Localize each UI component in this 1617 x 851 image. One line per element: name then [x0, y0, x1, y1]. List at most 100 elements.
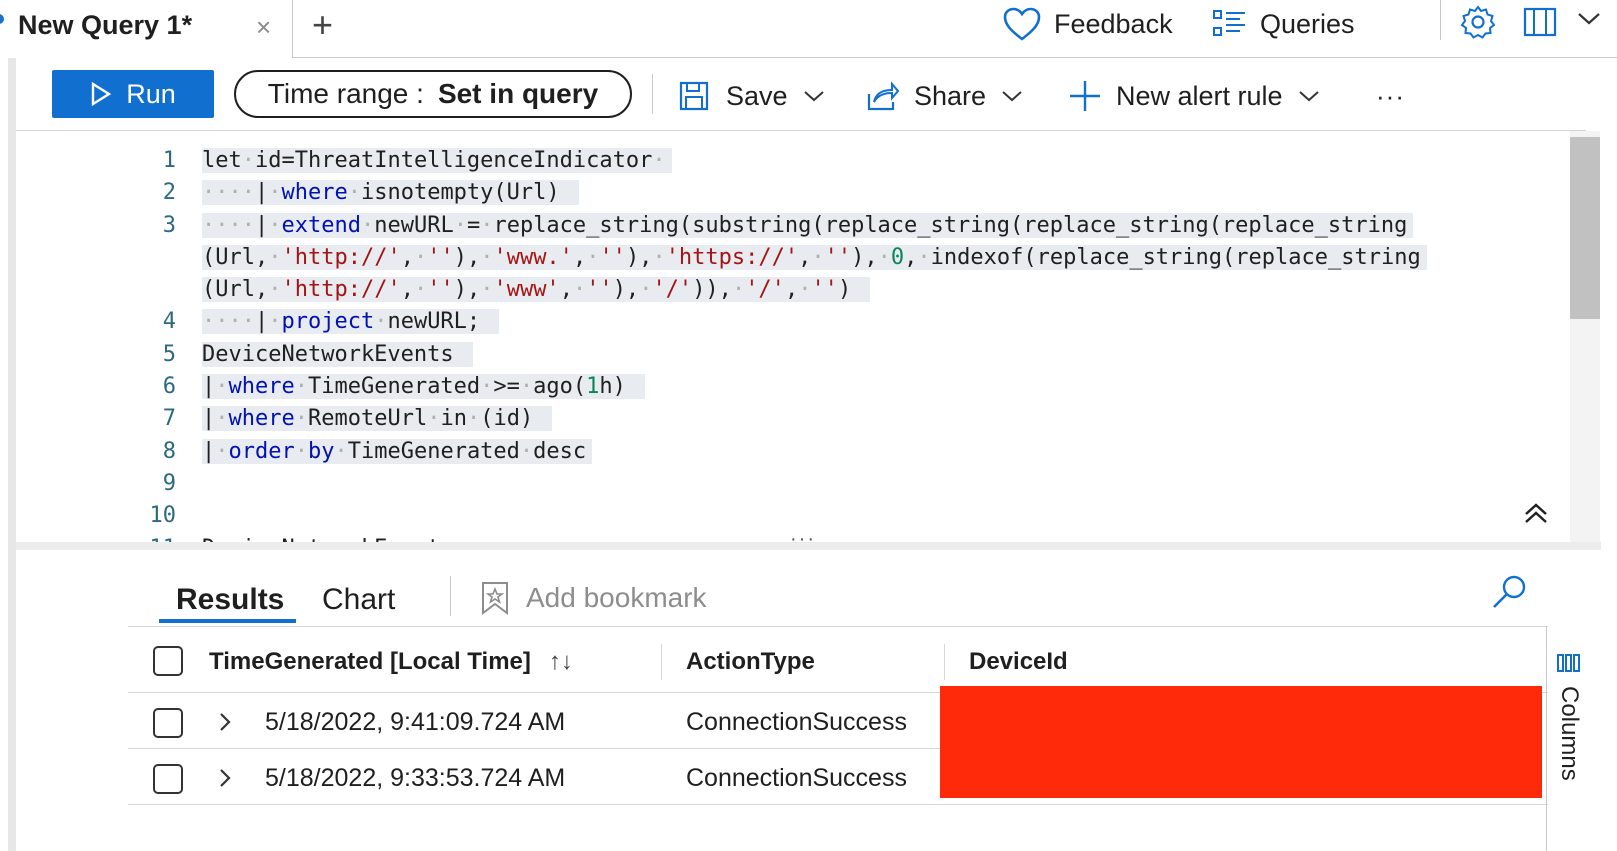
code-line: (Url,·'http://',·''),·'www',·''),·'/')),…: [202, 274, 1571, 306]
save-icon: [679, 81, 709, 111]
search-icon[interactable]: [1490, 572, 1530, 617]
line-number: 8: [162, 438, 176, 464]
column-header-deviceid[interactable]: DeviceId: [969, 648, 1068, 675]
column-separator[interactable]: [661, 644, 662, 680]
heart-icon: [1003, 7, 1041, 41]
line-number: 6: [162, 374, 176, 400]
column-header-time-label: TimeGenerated [Local Time]: [209, 648, 531, 675]
row-checkbox[interactable]: [153, 764, 183, 794]
tab-chart[interactable]: Chart: [322, 583, 396, 616]
add-tab-icon[interactable]: +: [312, 4, 334, 45]
code-line: let·id=ThreatIntelligenceIndicator·: [202, 145, 1571, 177]
line-number: 4: [162, 309, 176, 335]
line-number: 5: [162, 341, 176, 367]
code-line: ····|·where·isnotempty(Url): [202, 177, 1571, 209]
query-code[interactable]: let·id=ThreatIntelligenceIndicator· ····…: [202, 145, 1571, 542]
line-number: 3: [162, 212, 176, 238]
book-icon: [1523, 7, 1557, 37]
code-line: [202, 500, 1571, 532]
select-all-checkbox[interactable]: [153, 646, 183, 676]
cell-actiontype: ConnectionSuccess: [686, 707, 907, 736]
code-line: ····|·project·newURL;: [202, 306, 1571, 338]
tab-new-query-1[interactable]: New Query 1* ×: [0, 0, 293, 58]
code-line: DeviceNetworkEvents: [202, 339, 1571, 371]
code-line: |·where·TimeGenerated·>=·ago(1h): [202, 371, 1571, 403]
code-line: [202, 468, 1571, 500]
columns-icon[interactable]: [1556, 652, 1582, 679]
row-border: [128, 804, 1548, 805]
line-number: 2: [162, 180, 176, 206]
queries-button[interactable]: Queries: [1212, 4, 1355, 44]
column-header-actiontype[interactable]: ActionType: [686, 648, 815, 675]
expand-row-chevron-icon[interactable]: [216, 750, 234, 806]
code-line: (Url,·'http://',·''),·'www.',·''),·'http…: [202, 242, 1571, 274]
share-icon: [867, 81, 900, 111]
row-checkbox[interactable]: [153, 708, 183, 738]
line-number: 9: [162, 470, 176, 496]
settings-button[interactable]: [1460, 4, 1496, 45]
redacted-deviceid-block: [940, 686, 1542, 798]
queries-label: Queries: [1260, 8, 1355, 39]
editor-scrollbar-thumb[interactable]: [1570, 137, 1600, 319]
save-button[interactable]: Save: [678, 74, 826, 118]
columns-toggle-label[interactable]: Columns: [1556, 686, 1583, 781]
active-tab-indicator: [159, 619, 296, 623]
run-button[interactable]: Run: [52, 70, 214, 118]
chevron-down-icon[interactable]: [1576, 6, 1602, 37]
bookmark-icon: [482, 582, 508, 615]
close-icon[interactable]: ×: [256, 12, 272, 42]
left-edge-bar: [8, 58, 16, 851]
feedback-button[interactable]: Feedback: [1002, 4, 1173, 44]
tabstrip-divider: [292, 57, 1617, 58]
column-header-timegenerated[interactable]: TimeGenerated [Local Time] ↑↓: [209, 640, 573, 684]
gear-icon: [1460, 5, 1496, 39]
add-bookmark-button: Add bookmark: [480, 576, 707, 620]
line-number: 10: [149, 503, 177, 529]
cell-timegenerated: 5/18/2022, 9:41:09.724 AM: [265, 707, 566, 736]
tab-status-dot: [0, 14, 4, 24]
query-editor[interactable]: 1 2 3 4 5 6 7 8 9 10 11 let·id=ThreatInt…: [16, 131, 1571, 542]
share-label: Share: [914, 80, 987, 111]
pane-splitter[interactable]: [16, 542, 1601, 550]
code-line: |·order·by·TimeGenerated·desc: [202, 436, 1571, 468]
share-button[interactable]: Share: [866, 74, 1024, 118]
columns-panel-border: [1546, 626, 1547, 851]
sort-icon[interactable]: ↑↓: [548, 648, 573, 675]
queries-list-icon: [1213, 10, 1245, 36]
line-number: 1: [162, 148, 176, 173]
results-top-border: [128, 626, 1548, 627]
save-label: Save: [726, 80, 788, 111]
column-separator[interactable]: [944, 644, 945, 680]
documentation-button[interactable]: [1522, 4, 1558, 45]
chevron-down-icon: [1002, 91, 1022, 102]
run-label: Run: [126, 78, 176, 109]
line-number: 7: [162, 406, 176, 432]
code-line: ····|·extend·newURL·=·replace_string(sub…: [202, 210, 1571, 242]
expand-row-chevron-icon[interactable]: [216, 694, 234, 750]
header-divider: [1440, 0, 1441, 40]
collapse-editor-icon[interactable]: [1523, 500, 1549, 534]
header-bottom-border: [128, 692, 1548, 693]
time-range-value: Set in query: [437, 78, 599, 109]
toolbar-divider-line: [16, 130, 1586, 131]
tab-results[interactable]: Results: [176, 583, 285, 616]
new-alert-rule-button[interactable]: New alert rule: [1068, 74, 1321, 118]
code-line: |·where·RemoteUrl·in·(id): [202, 403, 1571, 435]
toolbar-divider: [652, 74, 653, 114]
row-border: [128, 748, 940, 749]
plus-icon: [1070, 81, 1100, 111]
splitter-handle-icon[interactable]: ···: [790, 528, 816, 550]
play-icon: [92, 82, 112, 106]
code-line-truncated: DeviceNetworkEvents: [202, 533, 1571, 542]
feedback-label: Feedback: [1054, 8, 1173, 39]
new-alert-rule-label: New alert rule: [1116, 80, 1283, 111]
cell-actiontype: ConnectionSuccess: [686, 763, 907, 792]
chevron-down-icon: [803, 91, 824, 102]
line-number: [16, 242, 176, 274]
time-range-button[interactable]: Time range : Set in query: [234, 70, 632, 118]
line-number: [16, 274, 176, 306]
line-number-gutter: 1 2 3 4 5 6 7 8 9 10 11: [16, 145, 177, 542]
time-range-prefix: Time range :: [267, 78, 424, 109]
more-options-button[interactable]: ···: [1376, 80, 1405, 111]
chevron-down-icon: [1298, 91, 1319, 102]
